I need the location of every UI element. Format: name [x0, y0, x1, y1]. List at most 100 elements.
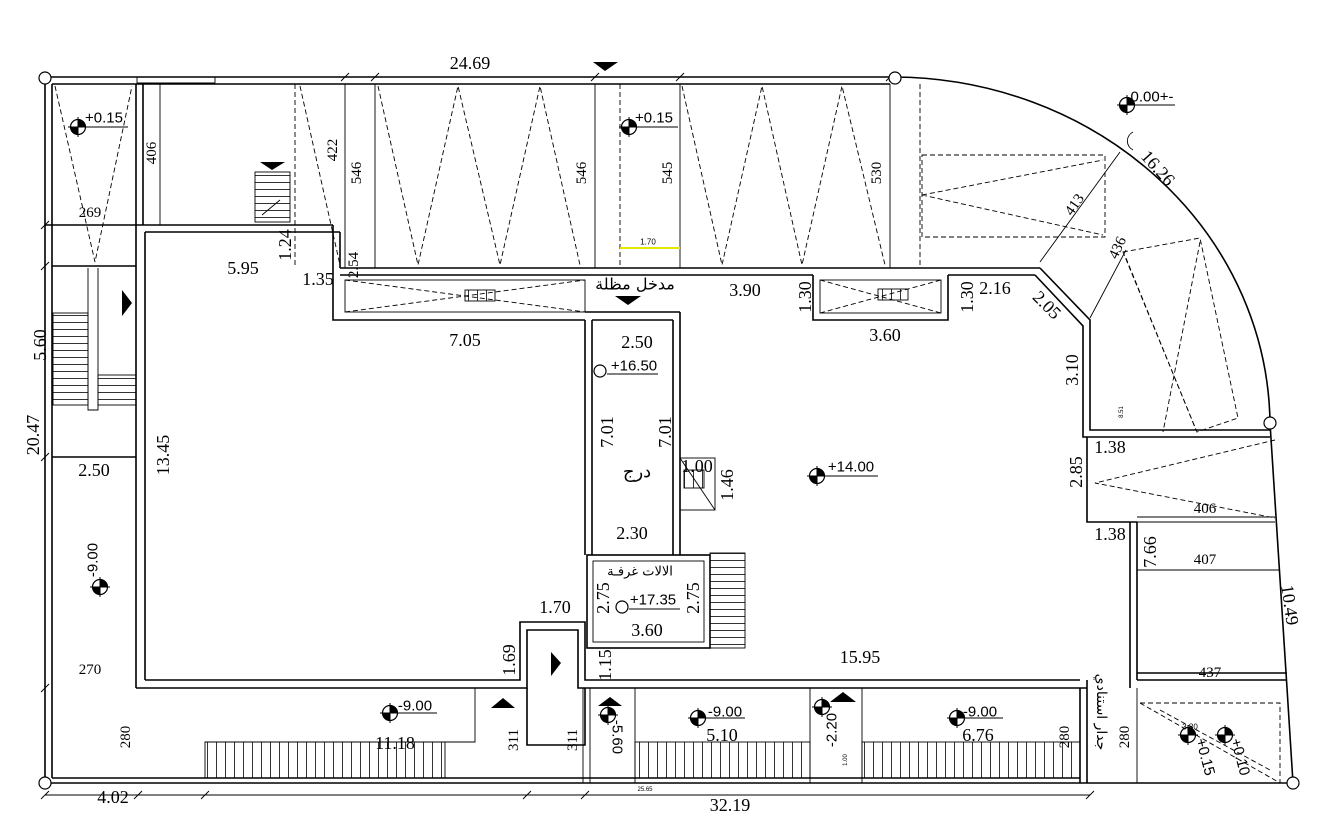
level-label: +16.50	[611, 358, 657, 375]
dimension-label: 545	[660, 162, 676, 185]
dimension-label: 1.30	[795, 281, 815, 313]
outer-wall-bottom	[45, 777, 1293, 784]
parking-bays	[54, 84, 1281, 784]
dimension-label: 4.02	[97, 787, 129, 807]
projecting-beam-box	[819, 279, 942, 314]
top-left-notch	[136, 77, 216, 84]
level-marker-icon	[806, 465, 828, 487]
dimension-label: 15.95	[840, 647, 881, 667]
left-stair-flight	[97, 374, 137, 406]
dimension-label: 8.51	[1119, 406, 1125, 418]
dimension-label: 7.05	[449, 330, 481, 350]
level-label: +14.00	[828, 459, 874, 476]
small-stair	[254, 171, 291, 223]
main-room-top-wall	[45, 224, 340, 233]
dimension-label: 1.70	[539, 597, 571, 617]
arrow-down-icon	[260, 162, 285, 170]
dimension-label: 280	[1057, 726, 1073, 749]
dimension-label: 311	[565, 729, 581, 751]
dimension-label: 270	[79, 662, 102, 678]
direction-arrows	[122, 62, 856, 708]
dimension-label: 1.46	[717, 469, 737, 501]
dimension-label: 2.54	[346, 251, 362, 278]
dimension-label: 5.95	[227, 258, 259, 278]
dimension-label: 1.69	[499, 644, 519, 676]
shaft-box	[679, 457, 716, 511]
arrow-down-icon	[615, 296, 641, 305]
dimension-label: 32.19	[710, 795, 751, 815]
dimension-labels: 24.69 16.26 413 436 406 422 546 546 545 …	[23, 53, 1303, 815]
dimension-label: 1.00	[681, 456, 713, 476]
level-markers	[67, 94, 1236, 746]
bottom-wall	[136, 621, 1087, 689]
arrow-up-icon	[598, 697, 622, 706]
dimension-label: 280	[1117, 726, 1133, 749]
dimension-label: 413	[1062, 191, 1088, 219]
room-labels: مدخل مظلة درج الالات غرفـة جدار استنادي	[595, 275, 1109, 751]
dimension-label: 436	[1106, 234, 1130, 262]
dimension-label: 5.60	[30, 329, 50, 361]
dimension-label: 437	[1199, 665, 1222, 681]
dimension-label: 10.49	[1277, 584, 1302, 627]
arrow-right-icon	[551, 652, 561, 676]
dimension-label: 269	[79, 205, 102, 221]
retaining-wall-label: جدار استنادي	[1093, 674, 1109, 751]
dimension-label: 546	[574, 161, 590, 184]
dimension-label: 7.01	[597, 416, 617, 448]
dimension-label: 6.76	[962, 725, 994, 745]
machine-room-stair	[709, 552, 746, 649]
dimension-label: 2.05	[1029, 287, 1065, 323]
level-circle-icon	[615, 600, 629, 614]
left-stair-flight	[52, 312, 89, 406]
dimension-label: 7.01	[655, 416, 675, 448]
level-label: +0.15	[85, 110, 123, 127]
dimension-label: 5.10	[706, 725, 738, 745]
outer-wall-left	[44, 77, 53, 783]
dimension-label: 2.75	[683, 582, 703, 614]
arrow-up-icon	[491, 698, 515, 708]
bottom-stair-right	[861, 741, 1081, 779]
level-label: +0.10	[1227, 736, 1253, 777]
outer-wall-arc	[894, 76, 1271, 424]
dimension-label: 1.15	[595, 649, 615, 681]
dimension-label: 311	[506, 729, 522, 751]
machine-room-label: الالات غرفـة	[607, 565, 673, 580]
dimension-label: 1.00	[843, 754, 849, 766]
dimension-label: 407	[1194, 552, 1217, 568]
bottom-stair-left	[204, 741, 446, 779]
dimension-label: 2.50	[621, 332, 653, 352]
dimension-label: 2.85	[1066, 456, 1086, 488]
arrow-right-icon	[122, 290, 132, 316]
dimension-label: 1.70	[640, 238, 656, 247]
stair-label: درج	[623, 462, 651, 483]
outer-wall-top	[45, 76, 895, 85]
diagonal-wall	[1034, 267, 1270, 438]
dimension-label: 2.16	[979, 278, 1011, 298]
dimension-label: 3.60	[631, 620, 663, 640]
dimension-label: 406	[1194, 501, 1217, 517]
level-label: 0.00+-	[1131, 89, 1174, 106]
dimension-label: 20.47	[23, 415, 43, 456]
dimension-label: 530	[869, 162, 885, 185]
level-label: +0.15	[635, 110, 673, 127]
arrow-up-icon	[830, 692, 856, 702]
dimension-label: 2.30	[616, 523, 648, 543]
level-label: +17.35	[630, 592, 676, 609]
level-label: -5.60	[609, 720, 626, 754]
dimension-label: 11.18	[375, 733, 415, 753]
right-room-lines	[1137, 516, 1280, 571]
level-label: -2.20	[824, 713, 841, 747]
dimension-lines	[40, 72, 1095, 800]
right-room-walls	[1086, 437, 1287, 688]
dimension-label: 13.45	[153, 435, 173, 476]
dimension-label: 25.65	[637, 787, 653, 793]
level-label: -9.00	[963, 704, 997, 721]
level-label: +0.15	[1192, 736, 1218, 777]
dimension-label: 280	[118, 726, 134, 749]
stair-rail	[87, 268, 99, 411]
level-marker-icon	[89, 576, 111, 598]
dimension-label: 3.90	[729, 280, 761, 300]
outer-wall-right	[1269, 422, 1294, 784]
dimension-label: 3.80	[1182, 723, 1198, 732]
